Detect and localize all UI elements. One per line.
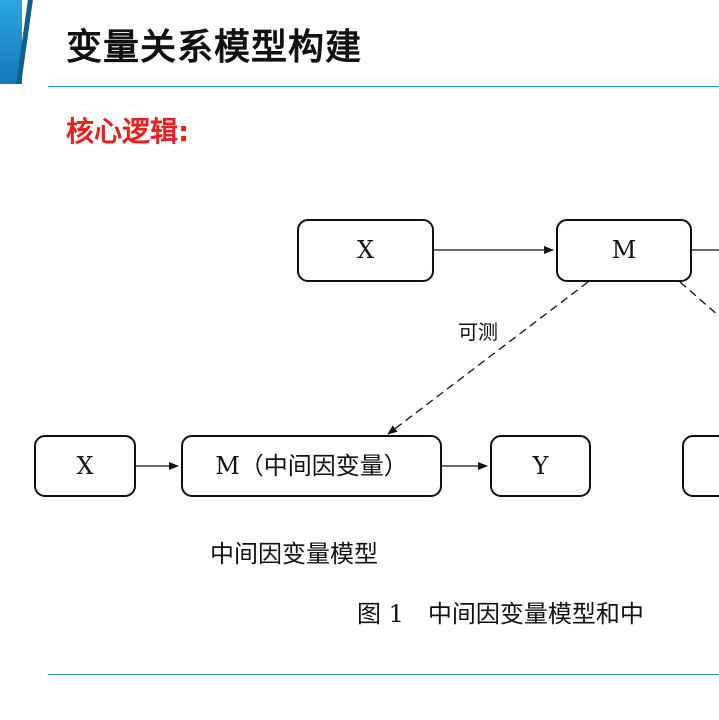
node-top-m-label: M [612,236,637,264]
node-top-m: M [556,219,692,282]
node-right-partial [682,435,719,497]
node-mid-y: Y [490,435,591,497]
node-mid-m-label: M（中间因变量） [215,452,408,480]
figure-caption: 图 1 中间因变量模型和中 [357,600,644,628]
node-top-x-label: X [357,236,374,264]
top-divider [48,86,719,87]
node-mid-y-label: Y [532,452,550,480]
model-caption: 中间因变量模型 [210,540,378,568]
node-mid-x-label: X [76,452,93,480]
node-mid-m: M（中间因变量） [181,435,442,497]
edge-top-m-to-right-partial [679,281,719,317]
edge-label-measurable: 可测 [458,320,498,344]
edge-top-m-to-mid-m [387,281,589,435]
bottom-divider [48,674,719,675]
title-accent-bar [0,0,22,84]
node-top-x: X [297,219,434,282]
node-mid-x: X [34,435,136,497]
slide-title: 变量关系模型构建 [66,27,363,68]
section-subtitle: 核心逻辑: [66,115,190,148]
